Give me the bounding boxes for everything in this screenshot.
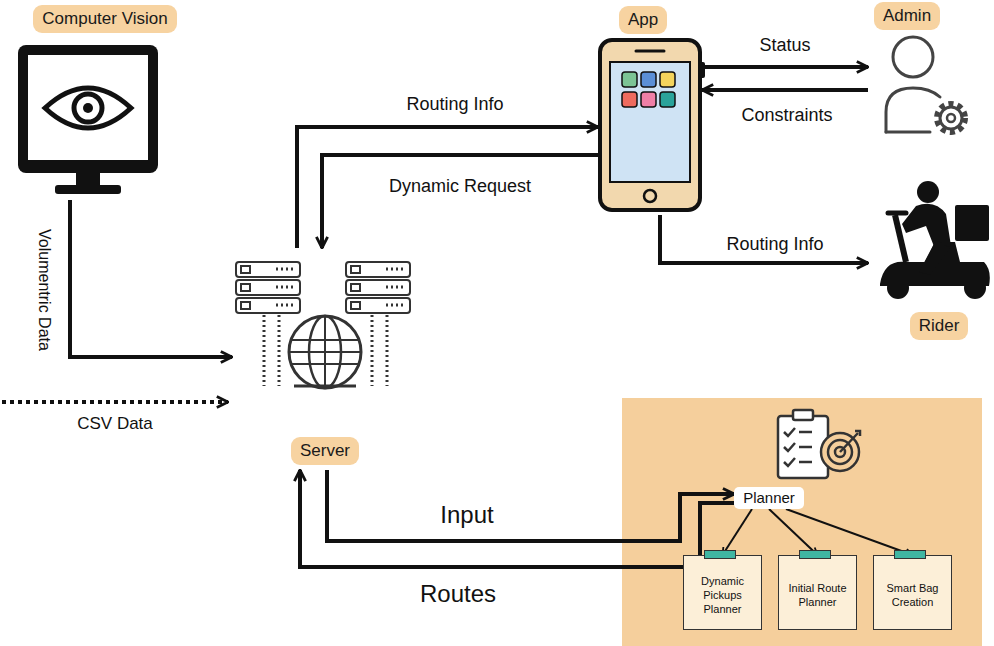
module-box: Initial Route Planner: [778, 555, 857, 630]
icon-node: Server: [232, 248, 412, 470]
edge-label: Input: [437, 501, 496, 529]
edge-label: Routes: [417, 580, 499, 608]
connector-arrow: [702, 88, 868, 92]
node-label: Smart Bag Creation: [878, 581, 947, 609]
edge-label: Volumentric Data: [35, 226, 53, 354]
folder-tab: [894, 550, 926, 559]
server-icon: [236, 262, 410, 388]
edge-label: Routing Info: [723, 233, 826, 255]
connector-arrow: [327, 470, 734, 541]
connector-arrow: [70, 200, 232, 357]
icon-node: Rider: [868, 180, 992, 348]
node-label: Initial Route Planner: [783, 581, 852, 609]
node-label: App: [619, 6, 667, 34]
module-box: Smart Bag Creation: [873, 555, 952, 630]
node-label: Computer Vision: [33, 5, 176, 33]
folder-tab: [704, 550, 736, 559]
edge-label: Constraints: [738, 104, 835, 126]
connector-arrow: [322, 155, 598, 248]
connector-arrow: [702, 65, 868, 69]
node-label: Dynamic Pickups Planner: [688, 574, 757, 616]
admin-icon: [886, 37, 965, 132]
edge-label: Dynamic Request: [386, 175, 534, 197]
csv-input-line: [2, 400, 228, 404]
node-label: Admin: [874, 2, 940, 30]
planner-panel: [622, 398, 982, 646]
edge-label: Status: [756, 34, 813, 56]
monitor-icon: [18, 45, 158, 194]
input-label: CSV Data: [74, 414, 156, 434]
connector-arrow: [297, 127, 598, 248]
connector-arrow: [769, 509, 818, 555]
icon-node: Computer Vision: [8, 4, 205, 200]
connector-arrow: [660, 215, 868, 263]
module-box: Dynamic Pickups Planner: [683, 555, 762, 630]
planner-box: Planner: [734, 487, 804, 509]
connector-arrow: [300, 470, 734, 567]
node-label: Planner: [743, 489, 795, 506]
node-label: Rider: [910, 312, 969, 340]
folder-tab: [799, 550, 831, 559]
connector-arrow: [723, 509, 753, 555]
icon-node: Admin: [868, 0, 975, 140]
node-label: Server: [291, 437, 359, 465]
edge-label: Routing Info: [403, 93, 506, 115]
rider-icon: [880, 181, 990, 299]
icon-node: App: [598, 4, 702, 215]
connector-arrow: [786, 509, 913, 555]
planner-icon: [778, 410, 860, 478]
phone-icon: [600, 40, 705, 210]
